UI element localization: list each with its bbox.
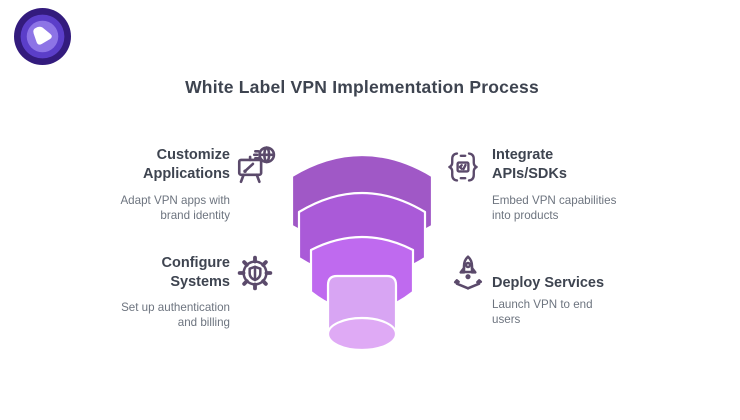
step-integrate-title: Integrate APIs/SDKs (492, 146, 652, 184)
logo-play-mark (33, 26, 52, 45)
step-integrate-title-line1: Integrate (492, 147, 554, 163)
funnel-tier-4-base (326, 316, 398, 352)
step-deploy-title-line1: Deploy Services (492, 275, 605, 291)
step-integrate-title-line2: APIs/SDKs (492, 166, 567, 182)
brand-logo (14, 8, 71, 65)
step-configure-title-line2: Systems (170, 274, 230, 290)
rocket-launchpad-icon (453, 255, 483, 290)
step-customize-title: Customize Applications (40, 146, 230, 184)
api-code-brackets-icon (448, 152, 478, 182)
step-customize-description: Adapt VPN apps with brand identity (120, 194, 230, 222)
step-customize-title-line2: Applications (142, 166, 230, 182)
page-title: White Label VPN Implementation Process (185, 77, 539, 97)
funnel-chart (290, 154, 434, 352)
step-deploy-description: Launch VPN to end users (492, 298, 593, 326)
step-customize-title-line1: Customize (156, 147, 230, 163)
step-configure-title: Configure Systems (40, 254, 230, 292)
easel-globe-icon (237, 146, 276, 184)
step-integrate-description: Embed VPN capabilities into products (492, 194, 617, 222)
step-deploy-title: Deploy Services (492, 274, 652, 293)
gear-shield-icon (237, 255, 273, 291)
step-configure-description: Set up authentication and billing (121, 301, 230, 329)
step-configure-title-line1: Configure (161, 255, 230, 271)
